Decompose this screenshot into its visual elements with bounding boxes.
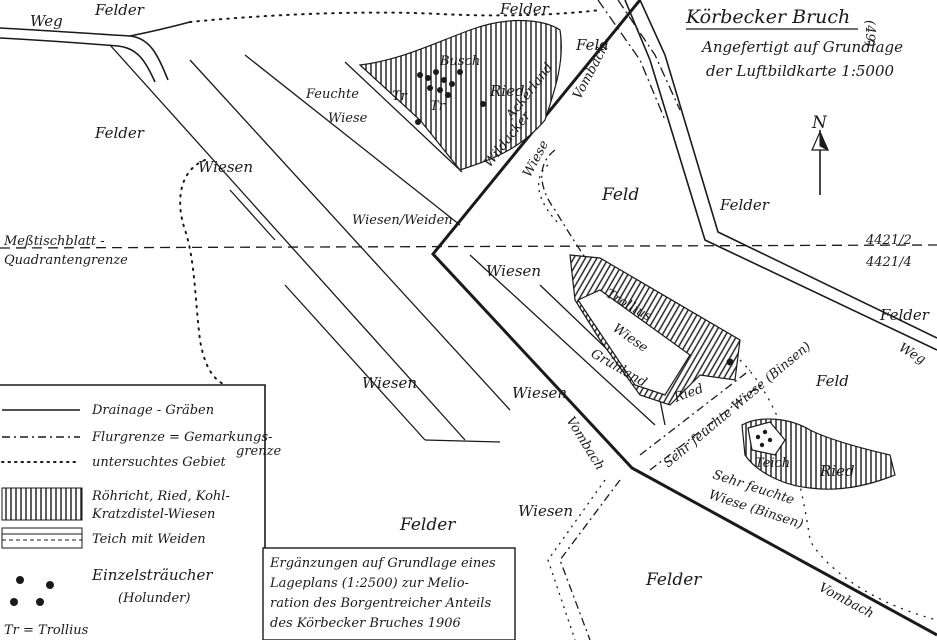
label-messtischblatt-1: Meßtischblatt - — [3, 234, 105, 249]
label-feuchte: Feuchte — [305, 87, 359, 102]
label-tr-b: Tr — [430, 99, 446, 114]
legend-footnote: Tr = Trollius — [4, 623, 89, 638]
label-wiesen-left: Wiesen — [198, 158, 253, 176]
legend-item-8: (Holunder) — [118, 591, 190, 606]
reed-area-top — [358, 20, 562, 171]
title-block: Körbecker Bruch (49) Angefertigt auf Gru… — [685, 6, 903, 80]
legend-item-1: Flurgrenze = Gemarkungs- — [91, 430, 272, 445]
title-subtitle-1: Angefertigt auf Grundlage — [700, 38, 903, 56]
survey-boundary-dotted — [179, 9, 601, 386]
label-felder-right: Felder — [879, 306, 930, 324]
label-tr-a: Tr — [392, 89, 408, 104]
title-number: (49) — [862, 20, 877, 47]
legend-item-5: Kratzdistel-Wiesen — [91, 507, 215, 522]
survey-boundary-center — [538, 149, 937, 640]
label-quad-top: 4421/2 — [865, 233, 912, 248]
shrub-dot-center — [726, 358, 734, 366]
label-felder-mid-right: Felder — [719, 196, 770, 214]
note-line-0: Ergänzungen auf Grundlage eines — [269, 556, 496, 571]
label-wiesen-lower: Wiesen — [362, 374, 417, 392]
label-wiesen-center: Wiesen — [486, 262, 541, 280]
road-weg-top-left — [0, 21, 191, 83]
shrub-dots-top — [415, 69, 486, 125]
north-letter: N — [811, 113, 828, 133]
label-teich: Teich — [755, 456, 790, 471]
label-quad-bottom: 4421/4 — [865, 255, 912, 270]
label-felder-top-left: Felder — [94, 1, 145, 19]
legend-symbol-dots — [10, 576, 54, 606]
label-feld-top-right: Feld — [575, 36, 609, 54]
legend: Drainage - Gräben Flurgrenze = Gemarkung… — [0, 384, 281, 640]
grassland-center — [577, 289, 691, 396]
label-wiese: Wiese — [328, 111, 368, 126]
label-weg-right: Weg — [896, 340, 928, 367]
legend-item-6: Teich mit Weiden — [92, 532, 206, 547]
label-vombach-mid: Vombach — [563, 414, 608, 473]
legend-item-4: Röhricht, Ried, Kohl- — [91, 489, 230, 504]
label-felder-left: Felder — [94, 124, 145, 142]
title-subtitle-2: der Luftbildkarte 1:5000 — [706, 62, 895, 80]
pond-with-willows — [747, 421, 786, 456]
legend-item-3: untersuchtes Gebiet — [92, 455, 227, 470]
label-feld-right: Feld — [815, 372, 849, 390]
legend-symbol-pond — [1, 527, 83, 549]
pond-willows — [755, 429, 773, 448]
label-feld-mid: Feld — [601, 185, 639, 205]
north-arrow-icon — [811, 130, 830, 195]
legend-item-7: Einzelsträucher — [91, 566, 213, 584]
label-felder-bottom-left: Felder — [399, 515, 456, 535]
label-felder-top-mid: Felder — [499, 0, 550, 18]
label-weg-top: Weg — [30, 12, 63, 30]
note-box: Ergänzungen auf Grundlage eines Lageplan… — [262, 547, 516, 640]
legend-item-2: grenze — [236, 444, 281, 459]
note-line-1: Lageplans (1:2500) zur Melio- — [269, 576, 469, 591]
vombach-top-boundary — [597, 0, 681, 121]
legend-item-0: Drainage - Gräben — [91, 403, 214, 418]
label-ried-right: Ried — [819, 462, 855, 480]
note-line-3: des Körbecker Bruches 1906 — [270, 616, 461, 631]
quadrant-boundary-line — [0, 244, 937, 249]
title-name: Körbecker Bruch — [685, 6, 850, 28]
label-wiesen-weiden: Wiesen/Weiden — [352, 213, 453, 228]
label-wiese-diag: Wiese — [520, 138, 552, 180]
label-wiesen-center-low: Wiesen — [512, 384, 567, 402]
label-messtischblatt-2: Quadrantengrenze — [4, 253, 128, 268]
label-busch: Busch — [439, 54, 480, 69]
legend-symbol-hatch — [1, 487, 83, 521]
note-line-2: ration des Borgentreicher Anteils — [270, 596, 491, 611]
label-ried-top: Ried — [489, 82, 525, 100]
road-weg-right — [624, 0, 937, 351]
label-felder-bottom-right: Felder — [645, 570, 702, 590]
label-wiesen-bottom: Wiesen — [518, 502, 573, 520]
